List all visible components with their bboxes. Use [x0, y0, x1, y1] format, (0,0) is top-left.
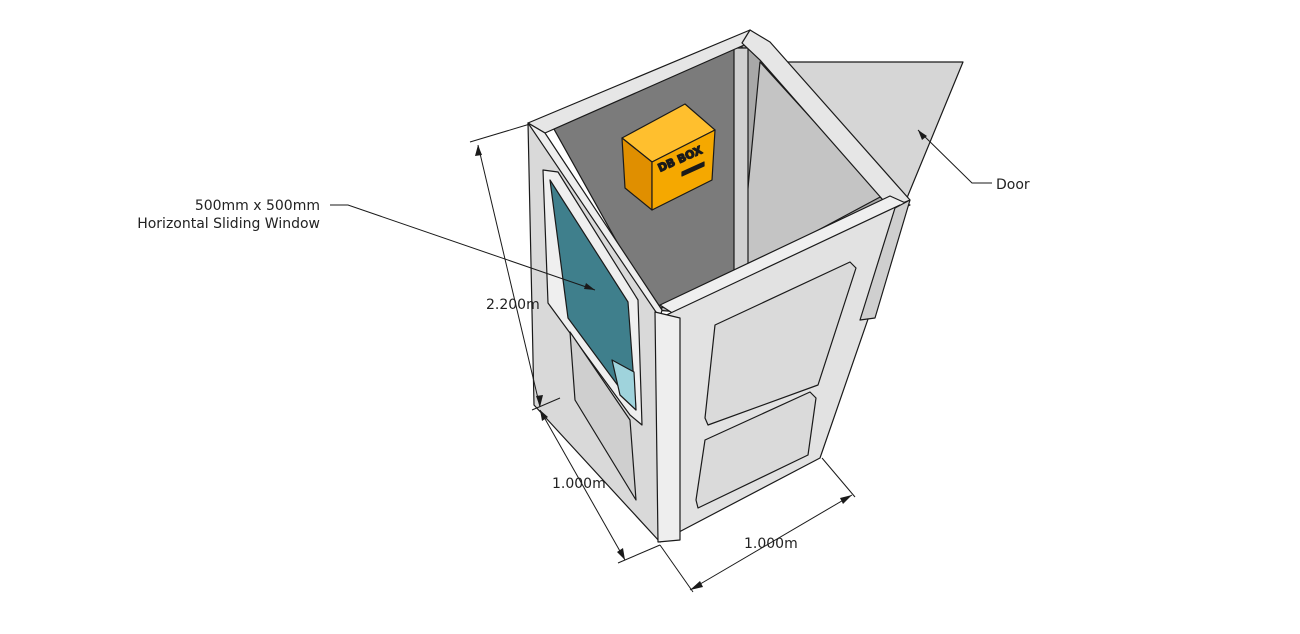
- front-upper-panel: [704, 261, 857, 426]
- height-arrow-bottom: [536, 395, 543, 407]
- window-leader: [330, 204, 596, 291]
- db-box-front: [651, 129, 716, 211]
- depth-dim-line: [539, 409, 626, 561]
- door-leader-arrow: [918, 130, 927, 140]
- window-label-line2: Horizontal Sliding Window: [137, 216, 320, 232]
- height-dimension-label: 2.200m: [486, 297, 540, 313]
- door-label: Door: [996, 177, 1030, 193]
- door-jamb: [733, 47, 749, 283]
- height-arrow-top: [475, 145, 482, 156]
- door-leader: [917, 129, 992, 184]
- width-arrow-right: [840, 495, 852, 504]
- front-lower-panel: [695, 391, 817, 509]
- window-label: 500mm x 500mm Horizontal Sliding Window: [120, 197, 320, 233]
- height-ext-bottom: [531, 397, 561, 411]
- depth-dimension-label: 1.000m: [552, 476, 606, 492]
- window-label-line1: 500mm x 500mm: [194, 198, 320, 214]
- height-dim-line: [477, 144, 541, 408]
- window-leader-arrow: [584, 283, 595, 290]
- depth-arrow-bottom: [617, 548, 625, 560]
- left-wall-lower-panel: [569, 331, 637, 501]
- width-arrow-left: [690, 581, 703, 590]
- depth-arrow-top: [540, 410, 548, 421]
- db-box: DB BOX: [621, 103, 716, 211]
- width-dim-line: [689, 494, 853, 591]
- front-wall-edge: [859, 199, 911, 321]
- window-glass-lower: [611, 359, 637, 411]
- width-dimension-label: 1.000m: [744, 536, 798, 552]
- width-ext-left: [659, 544, 694, 593]
- width-ext-right: [821, 457, 856, 498]
- depth-ext: [617, 544, 661, 564]
- db-box-slot: [681, 161, 705, 177]
- height-ext-top: [469, 123, 531, 143]
- front-corner-post: [654, 311, 681, 543]
